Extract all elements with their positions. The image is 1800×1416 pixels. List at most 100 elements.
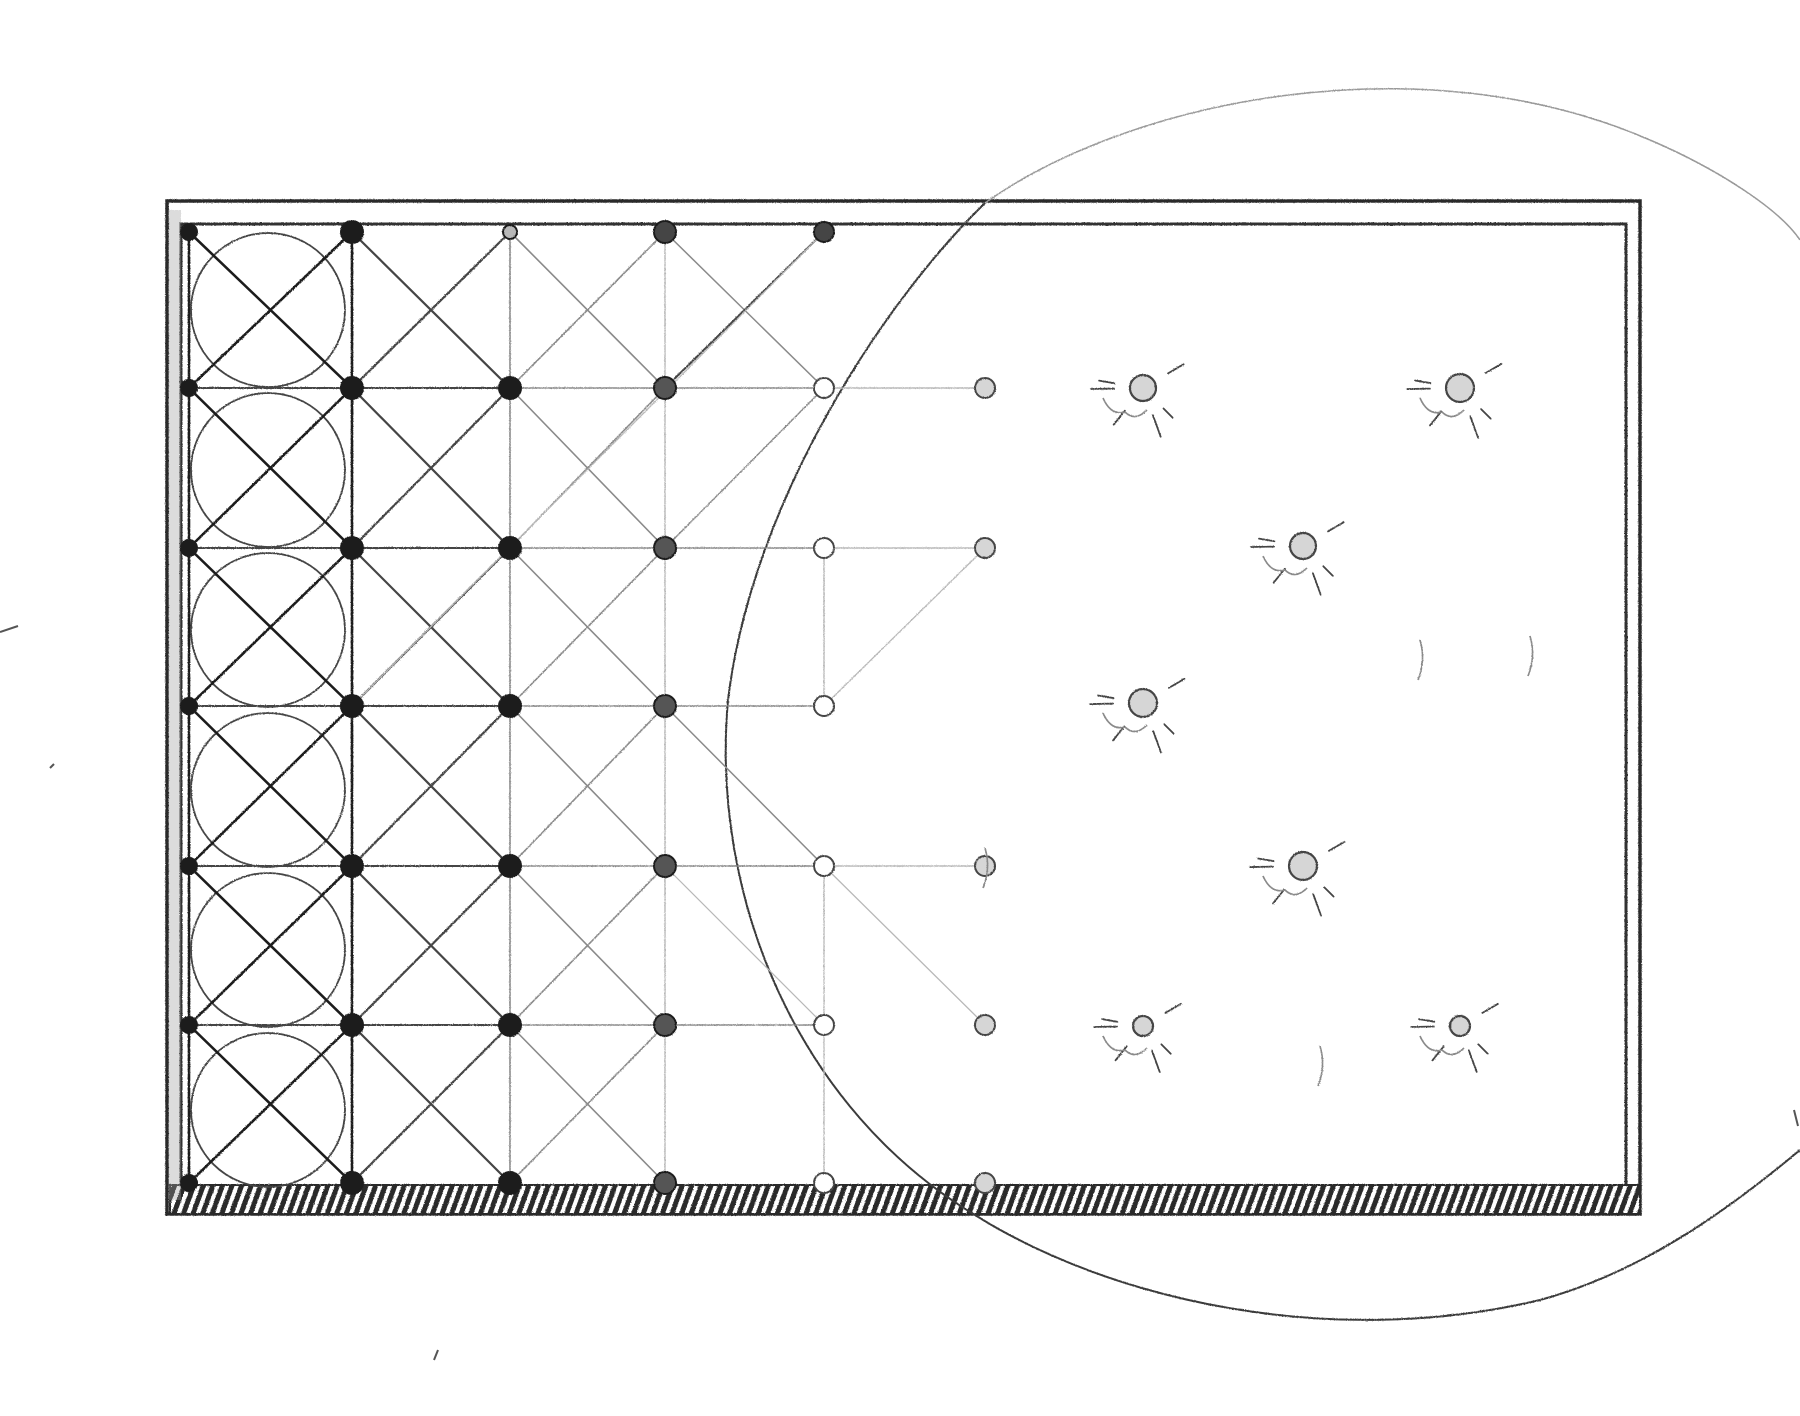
lattice-node bbox=[340, 854, 364, 878]
lattice-node bbox=[340, 220, 364, 244]
burst-ray bbox=[1164, 1002, 1182, 1014]
large-circle-arc-upper bbox=[984, 88, 1800, 241]
lattice-node bbox=[813, 1172, 835, 1194]
diagonal-line bbox=[509, 231, 666, 389]
lattice-node bbox=[340, 1013, 364, 1037]
burst-ray bbox=[1418, 1018, 1436, 1023]
burst-ray bbox=[1485, 362, 1503, 374]
lattice-node bbox=[498, 376, 522, 400]
diagonal-line bbox=[509, 865, 666, 1026]
lattice-node bbox=[498, 1171, 522, 1195]
diagonal-line bbox=[187, 386, 354, 550]
diagonal-line bbox=[509, 1024, 666, 1184]
lattice-node bbox=[813, 377, 835, 399]
diagonal-line bbox=[664, 865, 825, 1026]
burst-squiggle bbox=[1419, 1035, 1465, 1056]
star-burst-marks bbox=[982, 362, 1534, 1087]
burst-ray bbox=[1327, 521, 1345, 533]
burst-ray bbox=[1469, 415, 1479, 439]
burst-center bbox=[1131, 1014, 1155, 1038]
diagonal-line bbox=[664, 387, 825, 549]
burst-ray bbox=[1257, 857, 1275, 862]
lattice-node bbox=[498, 854, 522, 878]
diagonal-line bbox=[187, 1023, 354, 1185]
lattice-node bbox=[813, 1014, 835, 1036]
burst-ray bbox=[1162, 407, 1174, 419]
lattice-node bbox=[180, 1016, 198, 1034]
diagonal-line bbox=[509, 705, 666, 867]
loose-squiggle bbox=[1527, 635, 1534, 677]
lattice-node bbox=[653, 854, 677, 878]
burst-ray bbox=[1152, 730, 1162, 754]
lattice-node bbox=[653, 1171, 677, 1195]
burst-ray bbox=[1312, 893, 1322, 917]
diagonal-line bbox=[350, 386, 512, 550]
burst-squiggle bbox=[1102, 397, 1148, 418]
burst-center bbox=[1127, 687, 1159, 719]
burst-ray bbox=[1112, 725, 1126, 742]
lattice-node bbox=[653, 376, 677, 400]
lattice-node bbox=[653, 694, 677, 718]
burst-center bbox=[1448, 1014, 1472, 1038]
lattice-node bbox=[974, 537, 996, 559]
burst-ray bbox=[1481, 1002, 1499, 1014]
diagonal-line bbox=[350, 864, 512, 1027]
diagonal-line bbox=[351, 231, 825, 707]
diagonal-line bbox=[664, 705, 825, 867]
lattice-node bbox=[340, 536, 364, 560]
lattice-node bbox=[498, 1013, 522, 1037]
burst-ray bbox=[1168, 677, 1186, 689]
burst-ray bbox=[1160, 1043, 1172, 1055]
lattice-node bbox=[340, 694, 364, 718]
lattice-node bbox=[180, 379, 198, 397]
burst-ray bbox=[1467, 1049, 1478, 1073]
burst-center bbox=[1128, 373, 1158, 403]
lattice-node bbox=[813, 221, 835, 243]
burst-squiggle bbox=[1262, 555, 1308, 576]
burst-ray bbox=[1322, 565, 1334, 577]
loose-squiggle bbox=[1417, 639, 1424, 681]
lattice-node bbox=[498, 694, 522, 718]
diagonal-line bbox=[187, 704, 354, 868]
burst-ray bbox=[1323, 886, 1335, 898]
frame bbox=[165, 199, 1642, 1216]
lattice-node bbox=[340, 376, 364, 400]
loose-squiggle bbox=[982, 847, 989, 889]
burst-ray bbox=[1150, 1049, 1161, 1073]
diagonal-line bbox=[187, 230, 354, 390]
stray-marks bbox=[0, 625, 1799, 1361]
burst-squiggle bbox=[1419, 397, 1465, 418]
diagonal-line bbox=[823, 865, 986, 1026]
diagonal-line bbox=[350, 1023, 512, 1185]
burst-ray bbox=[1480, 408, 1492, 420]
lattice-node bbox=[653, 536, 677, 560]
burst-ray bbox=[1414, 379, 1432, 384]
burst-squiggle bbox=[1102, 712, 1148, 733]
stray-mark bbox=[433, 1349, 439, 1361]
burst-ray bbox=[1429, 410, 1443, 427]
lattice-node bbox=[180, 539, 198, 557]
lattice-node bbox=[653, 220, 677, 244]
diagonal-line bbox=[187, 546, 354, 708]
lattice-node bbox=[180, 223, 198, 241]
large-circle-arc bbox=[724, 202, 1800, 1321]
lattice-node bbox=[502, 224, 518, 240]
burst-center bbox=[1287, 850, 1319, 882]
burst-ray bbox=[1312, 572, 1322, 596]
burst-ray bbox=[1098, 379, 1116, 385]
diagonal-line bbox=[823, 547, 986, 707]
burst-squiggle bbox=[1262, 875, 1308, 896]
guide-circle bbox=[190, 1032, 346, 1188]
burst-ray bbox=[1258, 537, 1276, 543]
diagonal-line bbox=[350, 704, 512, 868]
stray-mark bbox=[49, 763, 55, 769]
burst-squiggle bbox=[1102, 1035, 1148, 1056]
burst-ray bbox=[1477, 1043, 1489, 1055]
lattice-node bbox=[974, 1172, 996, 1194]
lattice-node bbox=[813, 855, 835, 877]
stray-mark bbox=[0, 625, 19, 633]
burst-center bbox=[1444, 372, 1476, 404]
lattice-node bbox=[653, 1013, 677, 1037]
left-circle-column bbox=[190, 232, 346, 1188]
